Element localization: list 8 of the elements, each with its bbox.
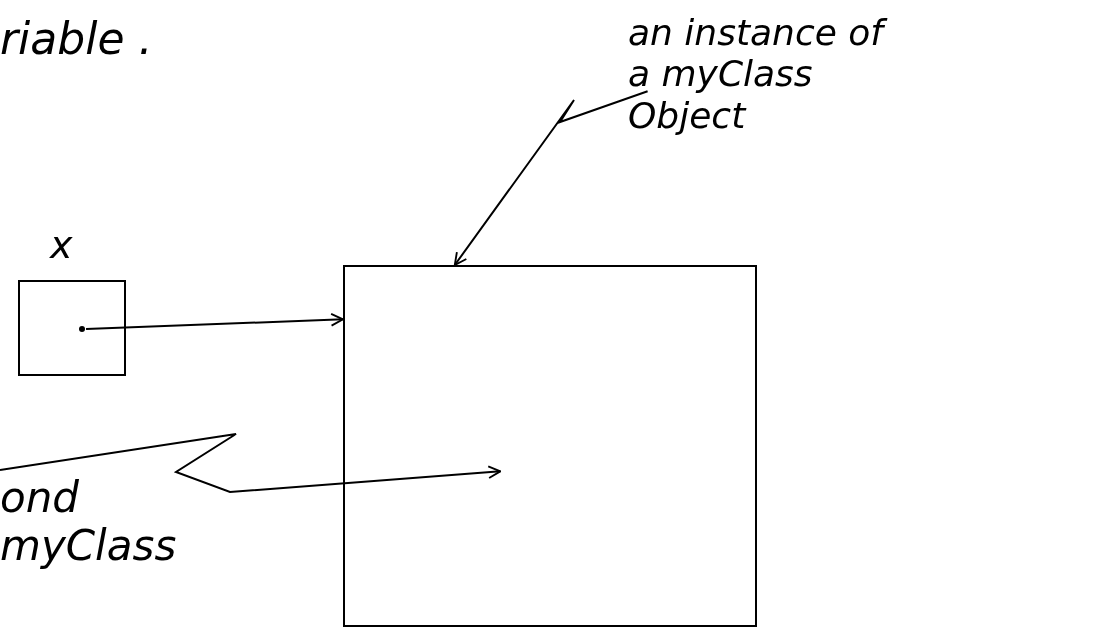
annotation-text: ond myClass (0, 474, 178, 571)
annotation-text: riable . (0, 14, 153, 65)
object-box (343, 265, 757, 627)
variable-name: x (50, 224, 74, 268)
arrow (0, 433, 502, 493)
annotation-text: an instance of a myClass Object (628, 12, 908, 137)
arrow (85, 313, 344, 330)
arrow (453, 90, 649, 266)
